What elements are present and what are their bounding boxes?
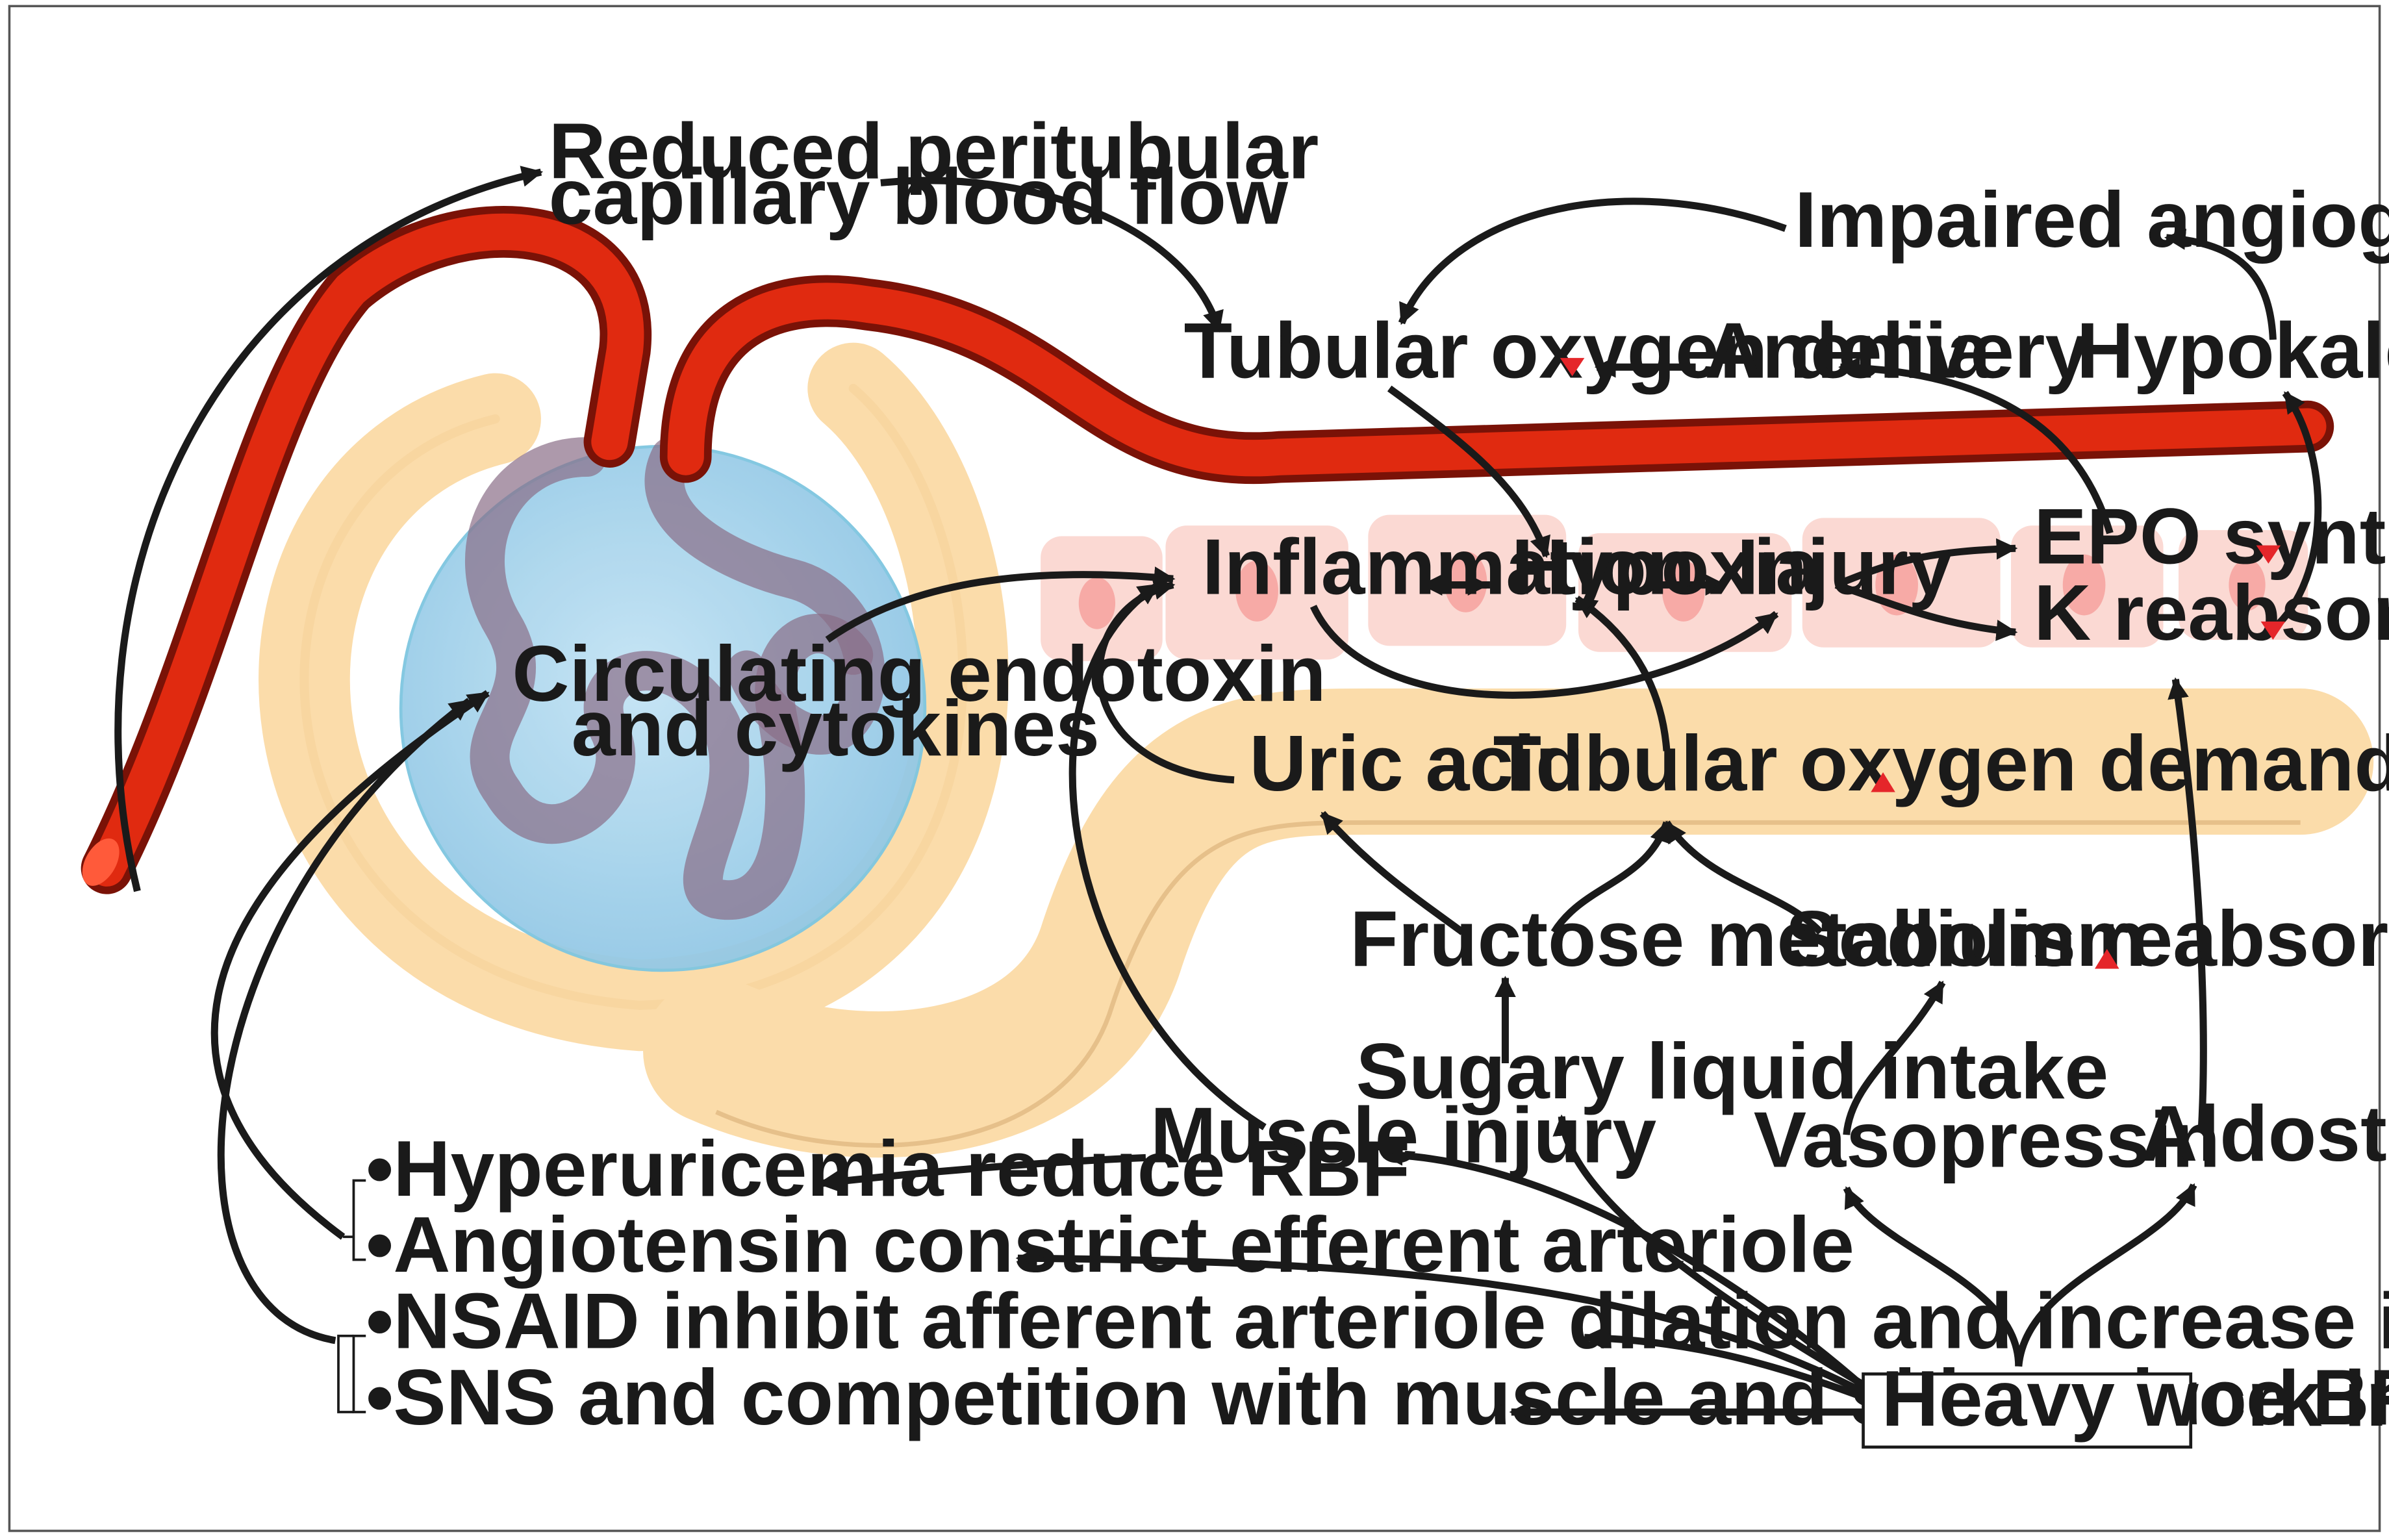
bullet-marker: • <box>366 1277 394 1365</box>
sugary-liquid-intake-label: Sugary liquid intake <box>1356 1027 2109 1115</box>
decrease-indicator <box>1560 358 1585 377</box>
bullet-nsaid: NSAID inhibit afferent arteriole dilatio… <box>393 1277 2389 1365</box>
heavy-work-frame <box>1862 1372 2193 1449</box>
reduced-flow-line2: capillary blood flow <box>549 153 1289 241</box>
reduced-flow-line1: Reduced peritubular <box>549 107 1319 195</box>
increase-indicator <box>2095 949 2119 969</box>
tubular-oxygen-delivery-label: Tubular oxygen delivery <box>1184 307 2090 395</box>
bullet-marker: • <box>366 1124 394 1213</box>
bullet-hyperuricemia: Hyperuricemia reduce RBF <box>393 1124 1409 1213</box>
hypoxia-label: Hypoxia <box>1511 523 1821 611</box>
tubular-epithelial-cells <box>1041 514 2308 661</box>
injury-label: Injury <box>1737 523 1953 611</box>
bowman-capsule <box>259 342 1009 1052</box>
tubular-oxygen-demand-label: Tubular oxygen demand <box>1493 719 2389 807</box>
epo-synthesis-label: EPO synthesis <box>2034 492 2389 581</box>
uric-acid-label: Uric acid <box>1249 719 1584 807</box>
increase-indicator <box>1871 772 1895 792</box>
k-reabsorption-label: K reabsorption <box>2034 568 2389 657</box>
bullet-angiotensin: Angiotensin constrict efferent arteriole <box>393 1200 1854 1289</box>
proximal-tubule <box>643 688 2374 1158</box>
circulating-line1: Circulating endotoxin <box>512 629 1326 718</box>
fructose-metabolism-label: Fructose metabolism <box>1350 894 2146 983</box>
inflammation-label: Inflammation <box>1202 523 1695 611</box>
hypokalemia-label: Hypokalemia <box>2077 307 2389 395</box>
circulating-line2: and cytokines <box>572 684 1100 772</box>
decrease-indicator <box>2260 621 2286 640</box>
decrease-indicator <box>2256 545 2281 564</box>
aldosterone-label: Aldosterone <box>2140 1089 2389 1178</box>
sodium-reabsortion-label: Sodium reabsortion <box>1786 894 2389 983</box>
bullet-marker: • <box>366 1353 394 1441</box>
peritubular-capillary <box>81 206 2334 894</box>
bullet-marker: • <box>366 1200 394 1289</box>
impaired-angiogenesis-label: Impaired angiogenesis <box>1795 175 2389 264</box>
arrows <box>114 166 2322 1423</box>
anemia-label: Anemia <box>1705 307 1992 395</box>
heavy-work-box: Heavy work in heat <box>1862 1354 2389 1449</box>
bullet-brackets <box>337 1179 366 1413</box>
vasopressin-label: Vasopressin <box>1754 1095 2220 1183</box>
muscle-injury-label: Muscle injury <box>1150 1091 1656 1179</box>
labels: Reduced peritubular capillary blood flow… <box>512 107 2389 1183</box>
heavy-work-label: Heavy work in heat <box>1882 1354 2389 1443</box>
